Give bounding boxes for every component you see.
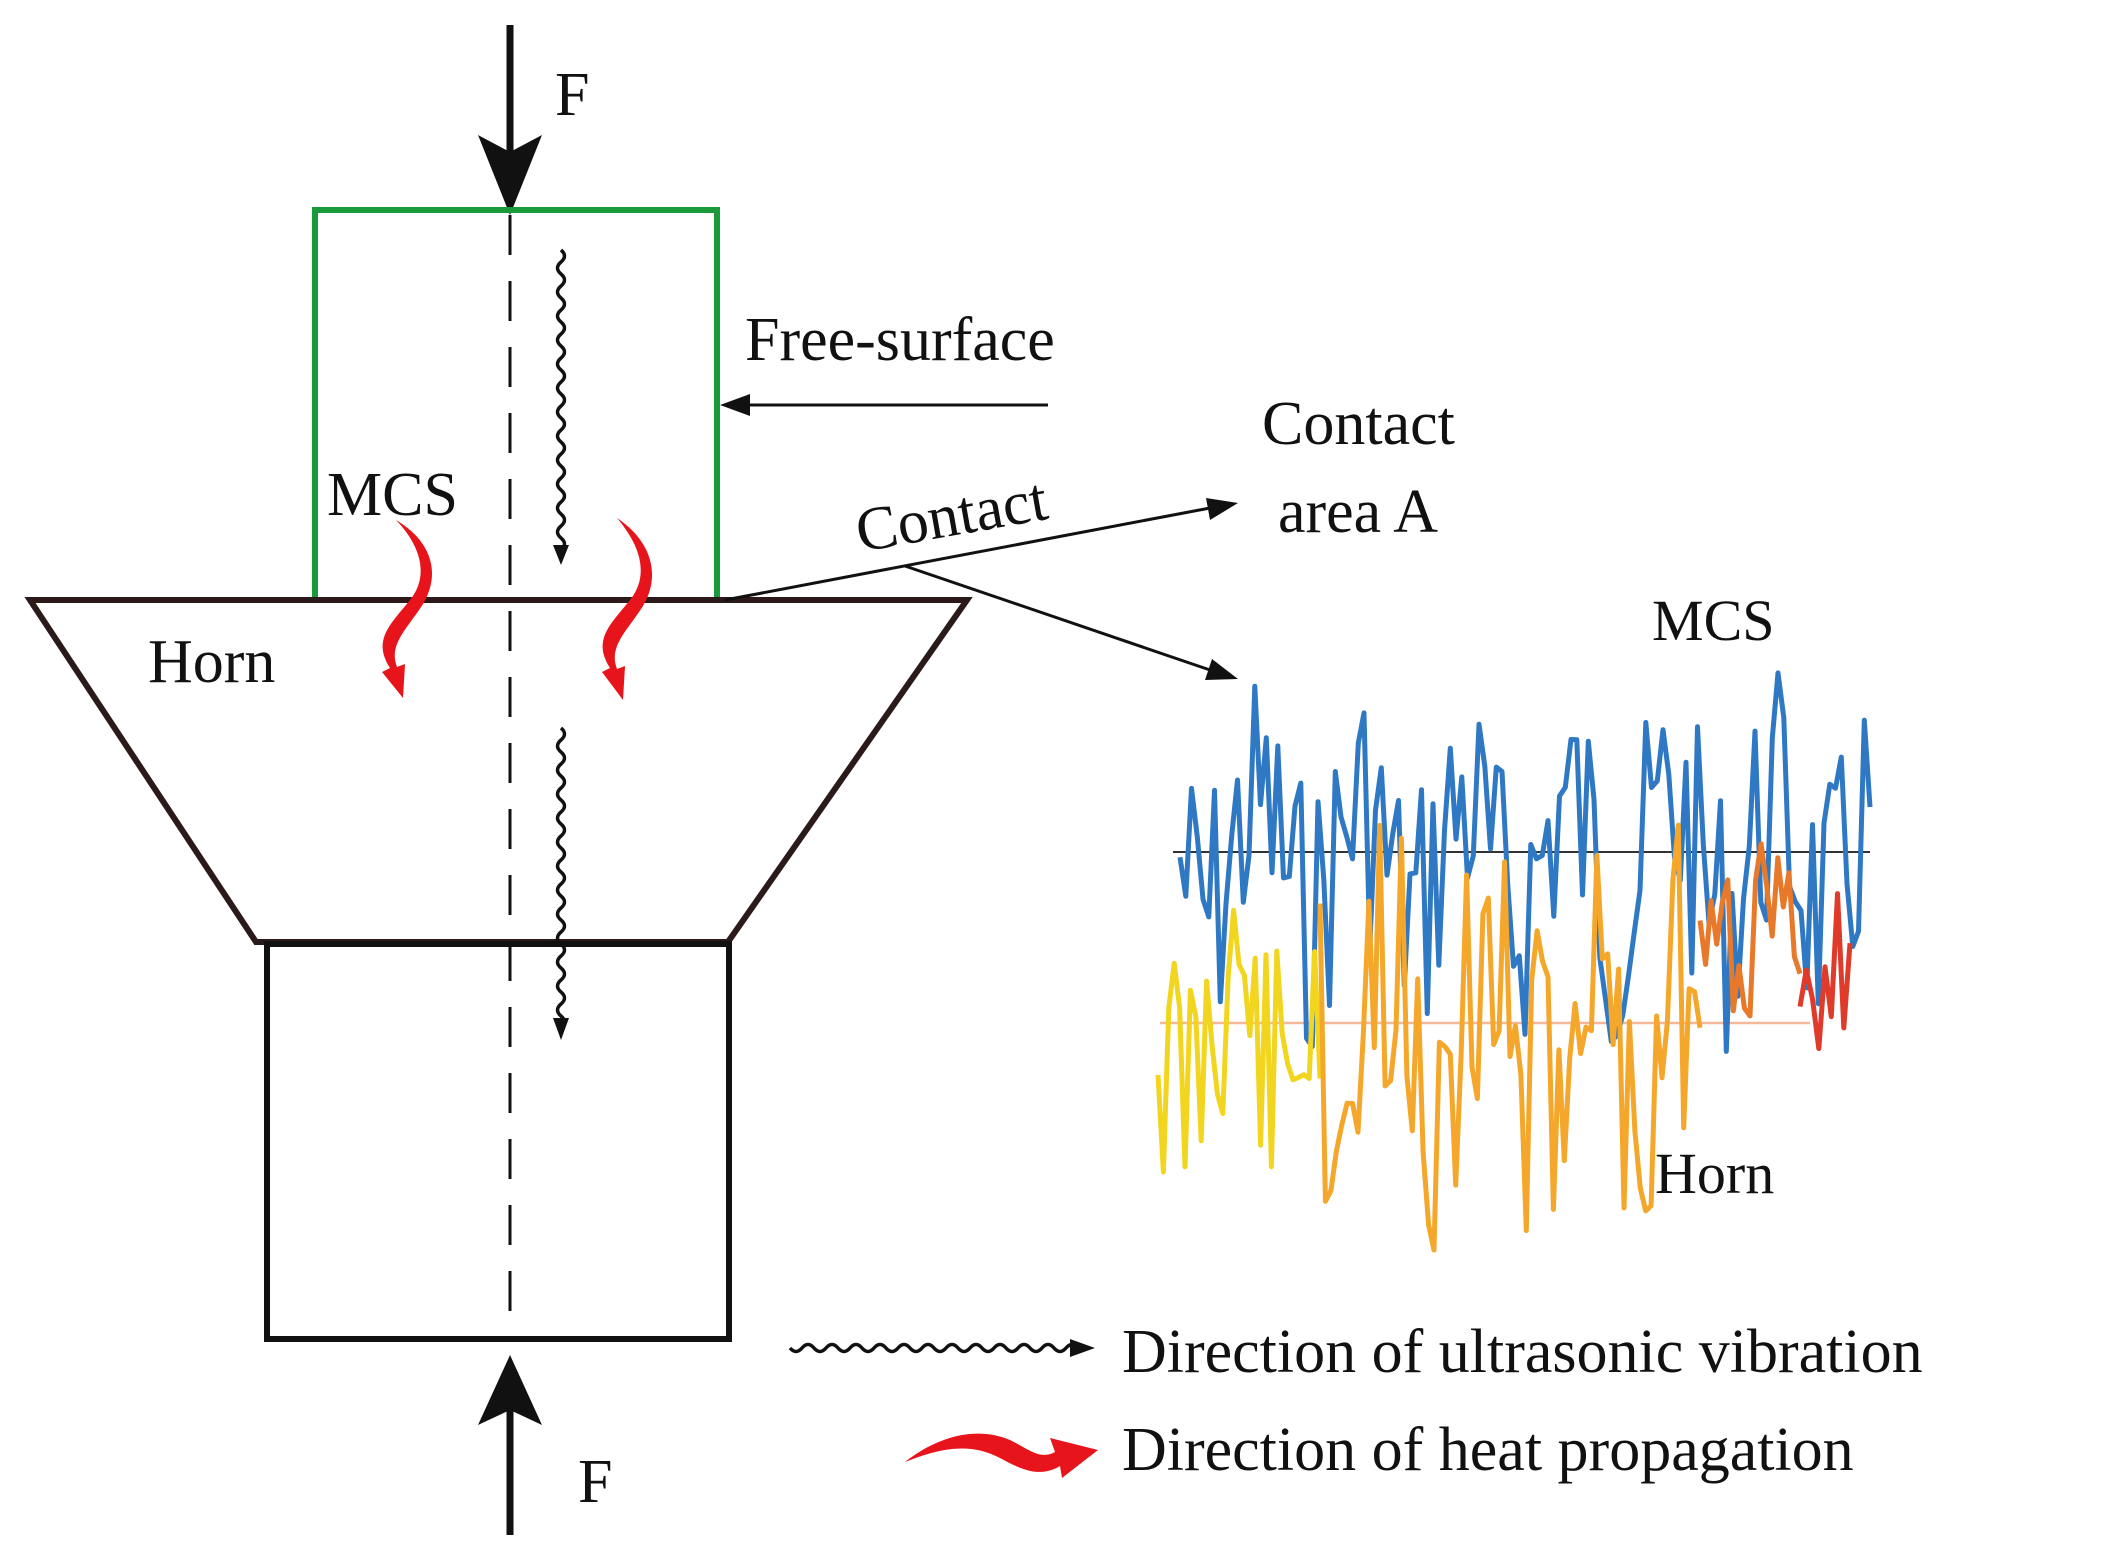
legend: Direction of ultrasonic vibration Direct…	[788, 1318, 1923, 1484]
free-surface-arrow	[720, 394, 1048, 416]
horn-profile-line-orange	[1317, 822, 1703, 1253]
force-arrow-top	[478, 25, 542, 215]
mcs-outline	[312, 207, 720, 600]
mcs-profile-line	[1177, 670, 1873, 1054]
horn-profile-label: Horn	[1655, 1141, 1774, 1206]
heat-arrow-icon	[905, 1433, 1098, 1478]
contact-area-label-line2: area A	[1278, 478, 1438, 546]
mcs-profile-label: MCS	[1652, 588, 1775, 653]
heat-arrow-right	[602, 518, 653, 700]
force-label-bottom: F	[578, 1448, 612, 1516]
horn-profile-line-red	[1797, 891, 1853, 1051]
heat-arrow-left	[382, 520, 433, 698]
legend-heat-text: Direction of heat propagation	[1122, 1416, 1854, 1484]
base-block	[264, 941, 732, 1342]
vibration-arrow-upper	[553, 248, 569, 565]
force-arrow-bottom	[478, 1355, 542, 1535]
vibration-arrow-lower	[553, 726, 569, 1040]
free-surface-label: Free-surface	[745, 306, 1055, 374]
force-label-top: F	[555, 61, 589, 129]
surface-profiles	[1155, 670, 1873, 1253]
legend-vibration-text: Direction of ultrasonic vibration	[1122, 1318, 1923, 1386]
contact-arrow	[724, 498, 1238, 602]
wavy-arrow-icon	[788, 1339, 1095, 1357]
mcs-label: MCS	[327, 461, 458, 529]
horn-label: Horn	[148, 628, 275, 696]
contact-label: Contact	[851, 465, 1053, 565]
horn-profile-line-darkorange	[1697, 841, 1803, 1019]
contact-area-label-line1: Contact	[1262, 390, 1455, 458]
contact-area-arrow	[904, 564, 1238, 680]
horn-profile-line-yellow	[1155, 907, 1323, 1175]
